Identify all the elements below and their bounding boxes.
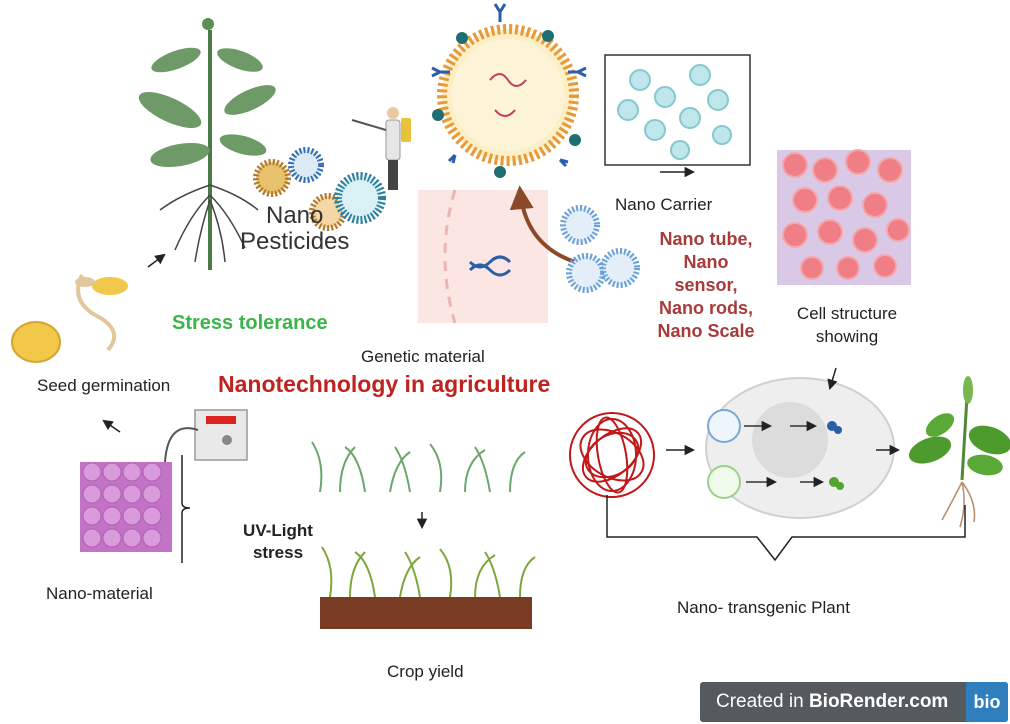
badge-text: Created in BioRender.com	[716, 691, 948, 713]
page-title: Nanotechnology in agriculture	[218, 371, 551, 397]
genetic-material-label: Genetic material	[361, 347, 485, 366]
grass-icon	[311, 441, 526, 493]
nano-material-label: Nano-material	[46, 584, 153, 603]
nano-list-label: Nano tube, Nano sensor, Nano rods, Nano …	[657, 229, 755, 341]
liposome-icon	[431, 3, 587, 178]
badge-brand: BioRender.com	[808, 691, 949, 712]
cell-icon	[705, 377, 895, 519]
uv-device-icon	[164, 409, 248, 463]
crop-yield-label: Crop yield	[387, 662, 464, 681]
nanotube-cluster-icon	[560, 205, 640, 293]
nano-transgenic-label: Nano- transgenic Plant	[677, 598, 850, 617]
stress-tolerance-label: Stress tolerance	[172, 312, 328, 334]
cell-structure-label: Cell structure showing	[796, 304, 898, 346]
cube-lattice-icon	[80, 455, 191, 563]
nano-carrier-box	[604, 54, 751, 178]
nano-pesticides-label: Nano Pesticides	[240, 202, 350, 255]
transgenic-plant-icon	[908, 376, 1010, 528]
badge-prefix: Created in	[716, 691, 809, 712]
uv-light-label: UV-Light stress	[243, 521, 313, 562]
sprout-icon	[75, 274, 128, 352]
nano-carrier-label: Nano Carrier	[615, 195, 713, 214]
sprayer-person-icon	[351, 107, 411, 190]
seed-icon	[11, 321, 61, 363]
biorender-badge: Created in BioRender.com bio	[700, 682, 1008, 722]
tissue-icon	[777, 149, 911, 285]
biorender-logo-icon: bio	[966, 682, 1008, 722]
nanotube-coil-icon	[569, 412, 655, 498]
seed-germination-label: Seed germination	[37, 376, 171, 395]
nanoparticle-icon	[253, 147, 386, 231]
plant-icon	[138, 18, 276, 270]
genetic-material-panel	[418, 189, 548, 324]
soil-icon	[320, 546, 536, 629]
